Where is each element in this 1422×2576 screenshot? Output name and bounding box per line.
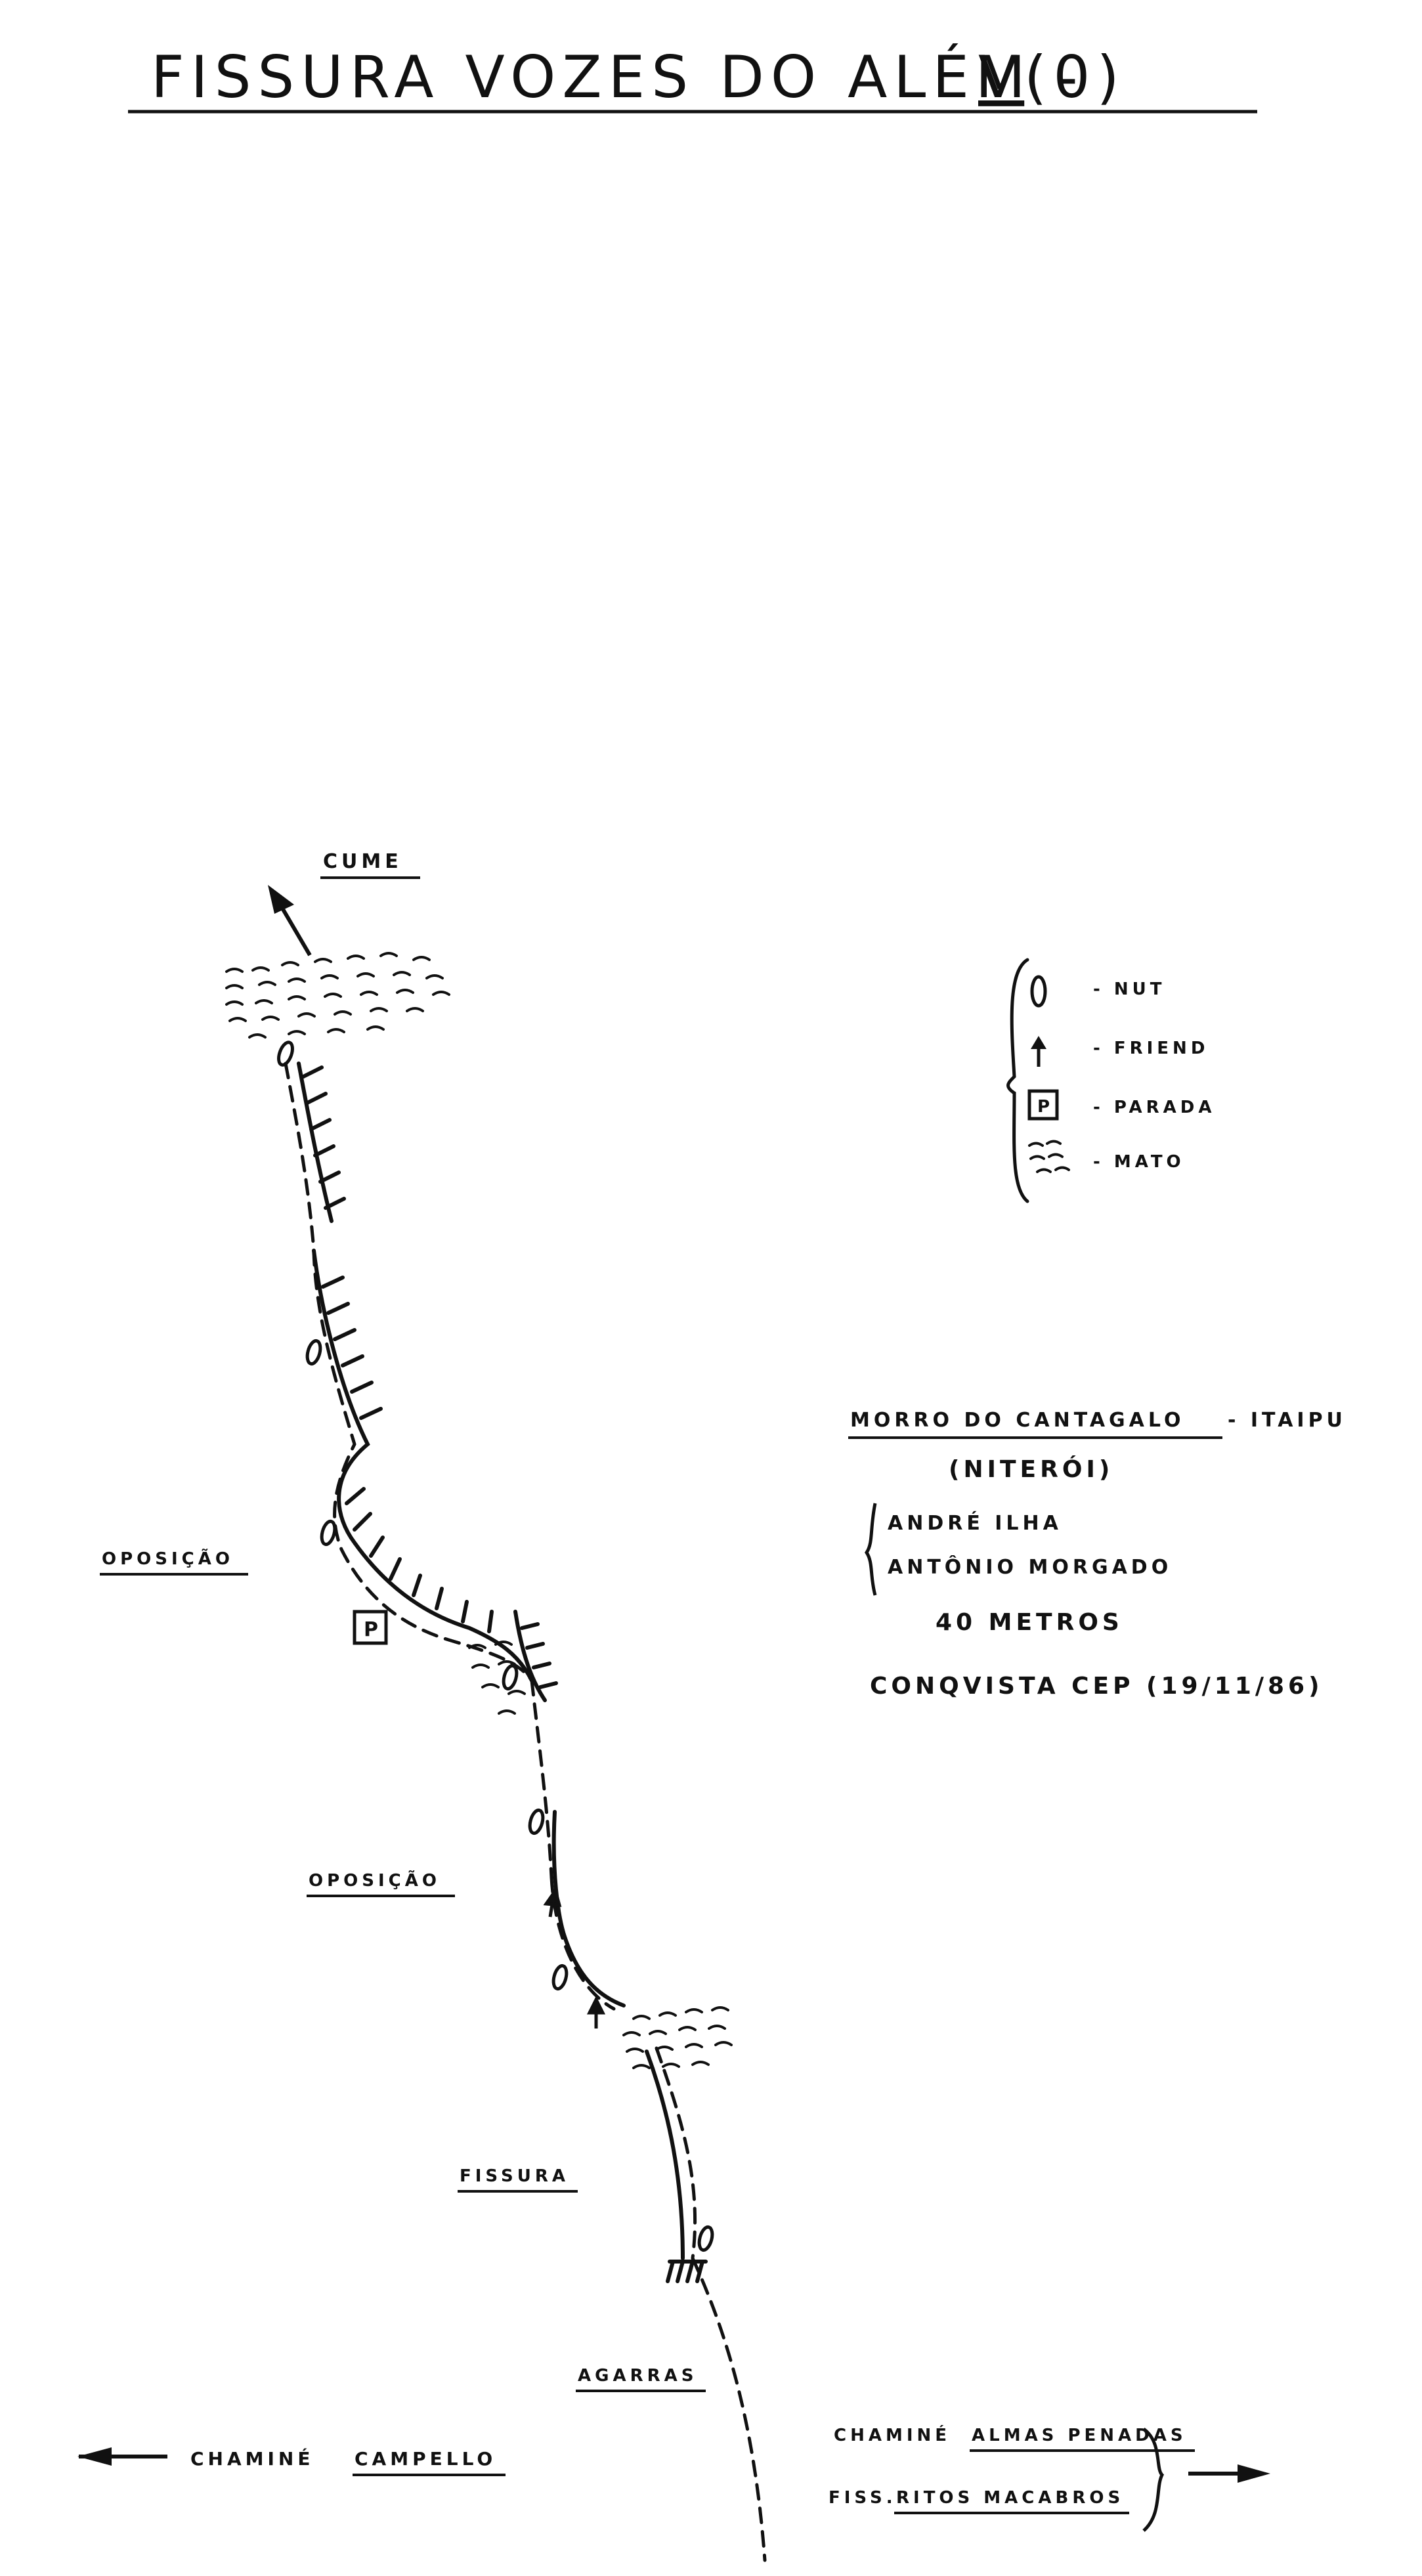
mato-middle-icon [468,1641,526,1715]
route-grade-suffix: (0) [1024,43,1126,111]
oposicao-upper-label: OPOSIÇÃO [102,1548,234,1569]
route-line [284,1062,767,2562]
climber-1: ANDRÉ ILHA [888,1511,1062,1535]
chamine-prefix-right: CHAMINÉ [834,2424,951,2445]
legend-nut-label: - NUT [1093,979,1165,999]
climber-2: ANTÔNIO MORGADO [888,1555,1172,1579]
route-info: MORRO DO CANTAGALO - ITAIPU (NITERÓI) AN… [848,1409,1347,1700]
location-suffix: - ITAIPU [1228,1409,1347,1432]
chamine-campello: CAMPELLO [355,2448,496,2470]
agarras-label: AGARRAS [578,2366,697,2386]
title-block: FISSURA VOZES DO ALÉM - V (0) [128,43,1257,114]
legend-parada-label: - PARADA [1093,1098,1215,1117]
location-city: (NITERÓI) [949,1455,1113,1483]
legend-friend-icon [1031,1036,1046,1067]
svg-text:P: P [364,1618,378,1641]
arrow-right-head-icon [1238,2464,1270,2483]
conquest-info: CONQVISTA CEP (19/11/86) [870,1673,1324,1700]
route-length: 40 METROS [936,1609,1123,1636]
oposicao-lower-label: OPOSIÇÃO [309,1870,441,1891]
legend: - NUT - FRIEND P - PARADA - MATO [1006,958,1215,1203]
mato-top-icon [225,952,450,1039]
legend-friend-label: - FRIEND [1093,1039,1209,1058]
arrow-left-head-icon [77,2447,112,2466]
rock-wall-lower [551,1810,708,2283]
oposicao-upper: OPOSIÇÃO [100,1548,248,1576]
location-name: MORRO DO CANTAGALO [850,1409,1184,1432]
route-grade: V [978,43,1024,111]
neighbor-routes-right: CHAMINÉ ALMAS PENADAS FISS. RITOS MACABR… [829,2424,1270,2532]
ritos-macabros: RITOS MACABROS [896,2488,1124,2508]
legend-mato-label: - MATO [1093,1152,1185,1172]
fissura-label: FISSURA [460,2166,569,2186]
legend-nut-icon [1030,975,1047,1008]
neighbor-route-left: CHAMINÉ CAMPELLO [77,2447,506,2476]
nut-icon [277,1041,714,2252]
fiss-prefix: FISS. [829,2488,897,2508]
chamine-prefix-left: CHAMINÉ [190,2447,314,2470]
rock-wall-upper [297,1062,558,1702]
svg-text:P: P [1037,1097,1050,1117]
legend-parada-icon: P [1027,1089,1059,1121]
mato-lower-icon [622,2006,733,2069]
chamine-almas-penadas: ALMAS PENADAS [972,2426,1187,2445]
summit-arrow-icon [268,885,312,956]
oposicao-lower: OPOSIÇÃO [307,1870,455,1897]
fissura-section: FISSURA [458,2166,578,2193]
agarras-section: AGARRAS [576,2366,706,2392]
cume-label: CUME [323,850,402,873]
route-title: FISSURA VOZES DO ALÉM - [151,43,1085,111]
legend-mato-icon [1028,1140,1070,1173]
summit-label: CUME [320,850,420,879]
friend-icon [543,1887,606,2029]
parada-icon: P [353,1610,388,1645]
